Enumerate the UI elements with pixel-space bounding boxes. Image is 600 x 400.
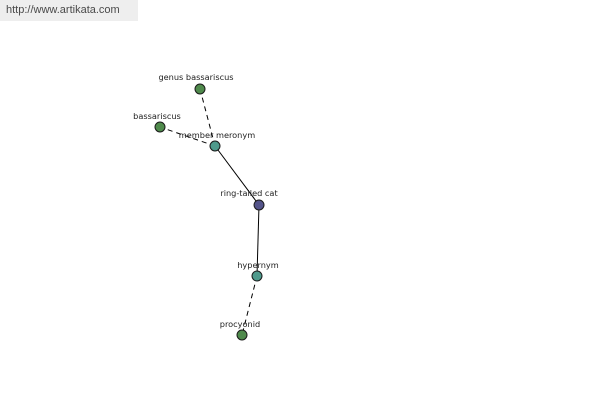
term-label[interactable]: genus bassariscus	[158, 72, 233, 82]
edge-center-to-hypernym	[256, 204, 260, 277]
term-node-icon[interactable]	[154, 121, 166, 133]
site-banner: http://www.artikata.com	[0, 0, 138, 21]
edge-member-meronym-to-genus-bassariscus	[199, 88, 216, 147]
term-node-icon[interactable]	[194, 83, 206, 95]
relation-node-icon[interactable]	[251, 270, 263, 282]
term-label[interactable]: procyonid	[220, 319, 260, 329]
relation-label: hypernym	[237, 260, 279, 270]
edge-hypernym-to-procyonid	[241, 275, 258, 336]
lemma-node-icon[interactable]	[253, 199, 265, 211]
relation-node-icon[interactable]	[209, 140, 221, 152]
site-url-link[interactable]: http://www.artikata.com	[6, 4, 120, 16]
edge-member-meronym-to-bassariscus	[159, 126, 216, 147]
term-node-icon[interactable]	[236, 329, 248, 341]
relation-label: member meronym	[179, 130, 255, 140]
edge-center-to-member-meronym	[214, 145, 260, 206]
term-label[interactable]: bassariscus	[133, 111, 181, 121]
center-label[interactable]: ring-tailed cat	[220, 188, 278, 198]
